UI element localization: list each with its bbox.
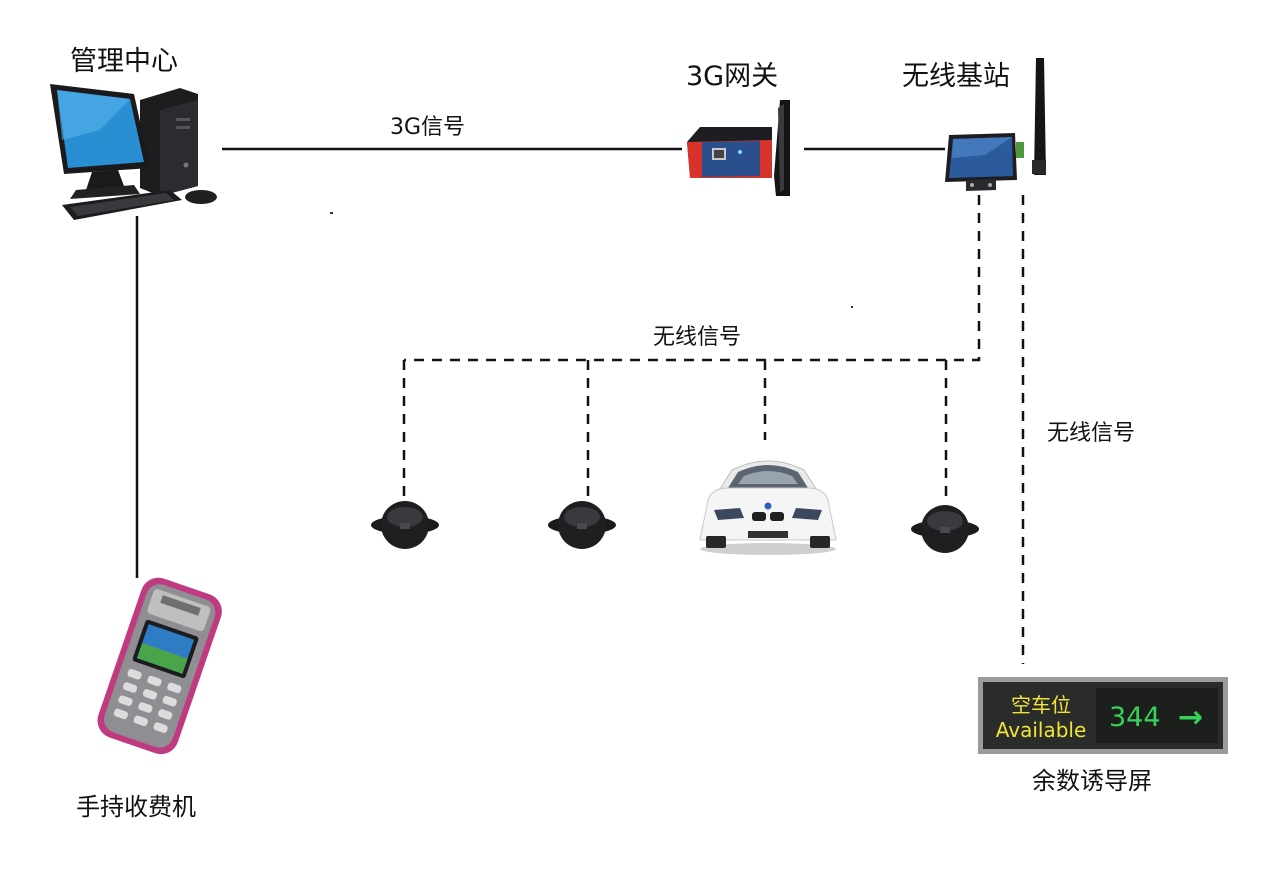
handheld-terminal-icon	[97, 577, 222, 755]
parking-sensor-icon	[371, 501, 439, 549]
guidance-screen-sign: 空车位 Available 344 →	[978, 677, 1228, 754]
sign-count: 344	[1109, 702, 1161, 733]
gateway-label: 3G网关	[686, 61, 778, 92]
link-wireless-screen-label: 无线信号	[1047, 421, 1135, 446]
car-icon	[699, 460, 837, 555]
gateway-icon	[687, 100, 790, 196]
sign-title-en: Available	[996, 718, 1087, 742]
stray-mark	[851, 306, 853, 308]
link-wireless-sensors-label: 无线信号	[653, 325, 741, 350]
arrow-right-icon: →	[1178, 700, 1203, 735]
base-station-label: 无线基站	[902, 61, 1010, 92]
parking-sensor-icon	[911, 505, 979, 553]
connectors	[135, 147, 1025, 664]
base-station-icon	[945, 58, 1046, 191]
parking-sensor-icon	[548, 501, 616, 549]
link-wireless-bus	[404, 195, 981, 362]
management-center-label: 管理中心	[70, 46, 178, 77]
stray-mark	[330, 212, 333, 214]
computer-icon	[50, 84, 217, 220]
guidance-screen-label: 余数诱导屏	[1032, 767, 1152, 795]
handheld-label: 手持收费机	[76, 793, 196, 821]
sign-count-panel	[1096, 688, 1218, 743]
sign-title-cn: 空车位	[1011, 693, 1071, 717]
link-3g-label: 3G信号	[390, 115, 465, 140]
